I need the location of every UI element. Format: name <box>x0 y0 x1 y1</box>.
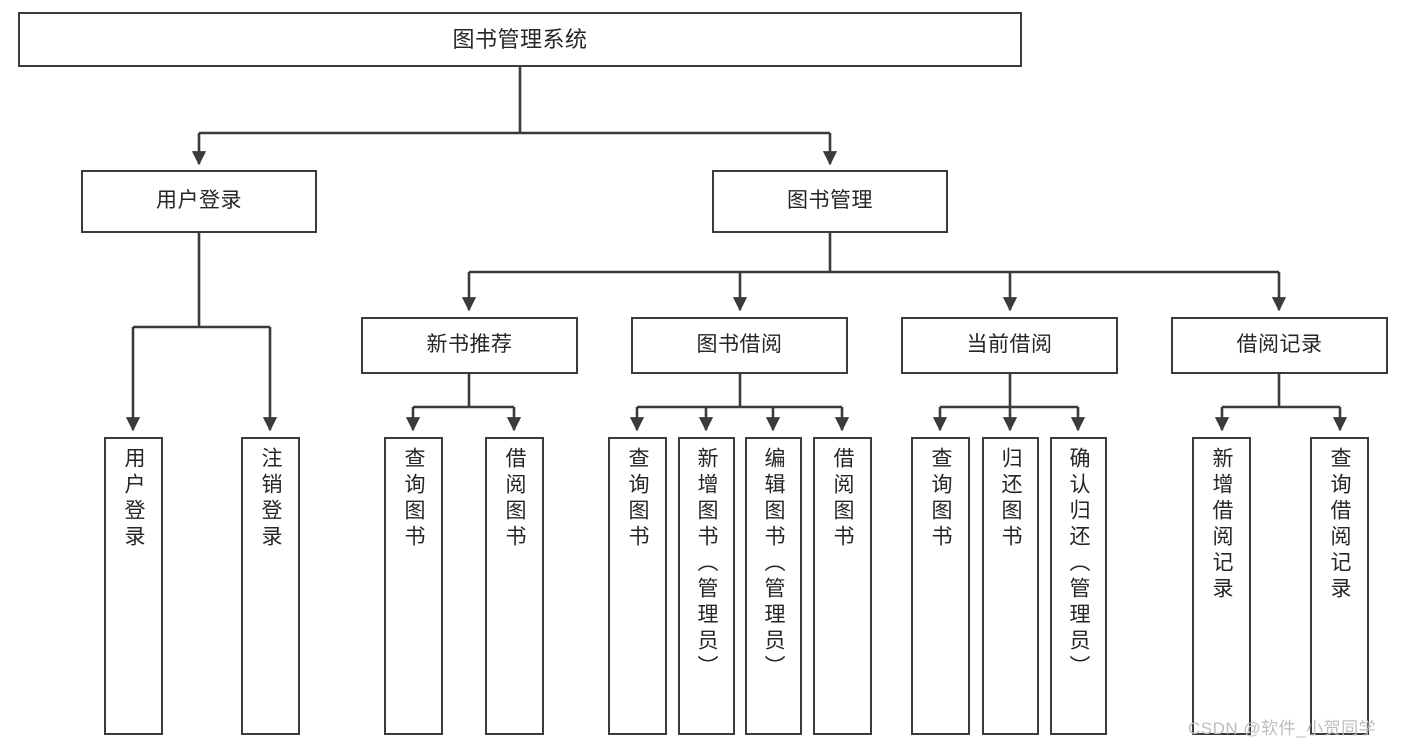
leaf-record-add-record[interactable]: 新增借阅记录 <box>1192 437 1251 735</box>
node-label: 新增图书（管理员） <box>695 447 718 681</box>
leaf-borrow-query-book[interactable]: 查询图书 <box>608 437 667 735</box>
node-label: 查询借阅记录 <box>1328 447 1351 603</box>
node-label: 图书管理 <box>787 189 873 213</box>
node-book-management[interactable]: 图书管理 <box>712 170 948 233</box>
leaf-recommend-query-book[interactable]: 查询图书 <box>384 437 443 735</box>
node-borrow-record[interactable]: 借阅记录 <box>1171 317 1388 374</box>
leaf-borrow-edit-book-admin[interactable]: 编辑图书（管理员） <box>745 437 802 735</box>
node-label: 查询图书 <box>929 447 952 551</box>
node-label: 查询图书 <box>402 447 425 551</box>
leaf-current-confirm-return-admin[interactable]: 确认归还（管理员） <box>1050 437 1107 735</box>
node-label: 确认归还（管理员） <box>1067 447 1090 681</box>
node-book-borrow[interactable]: 图书借阅 <box>631 317 848 374</box>
leaf-current-return-book[interactable]: 归还图书 <box>982 437 1039 735</box>
node-root-system[interactable]: 图书管理系统 <box>18 12 1022 67</box>
node-label: 新增借阅记录 <box>1210 447 1233 603</box>
node-label: 编辑图书（管理员） <box>762 447 785 681</box>
leaf-current-query-book[interactable]: 查询图书 <box>911 437 970 735</box>
leaf-recommend-borrow-book[interactable]: 借阅图书 <box>485 437 544 735</box>
node-label: 用户登录 <box>156 189 242 213</box>
node-label: 借阅记录 <box>1236 333 1323 357</box>
node-user-login[interactable]: 用户登录 <box>81 170 317 233</box>
leaf-borrow-add-book-admin[interactable]: 新增图书（管理员） <box>678 437 735 735</box>
node-label: 用户登录 <box>122 447 145 551</box>
node-label: 图书管理系统 <box>452 26 588 52</box>
node-label: 当前借阅 <box>966 333 1053 357</box>
node-new-book-recommend[interactable]: 新书推荐 <box>361 317 578 374</box>
node-label: 借阅图书 <box>831 447 854 551</box>
node-label: 归还图书 <box>999 447 1022 551</box>
node-current-borrow[interactable]: 当前借阅 <box>901 317 1118 374</box>
node-label: 新书推荐 <box>426 333 513 357</box>
leaf-user-login-login[interactable]: 用户登录 <box>104 437 163 735</box>
leaf-record-query-record[interactable]: 查询借阅记录 <box>1310 437 1369 735</box>
node-label: 图书借阅 <box>696 333 783 357</box>
leaf-user-login-logout[interactable]: 注销登录 <box>241 437 300 735</box>
node-label: 查询图书 <box>626 447 649 551</box>
node-label: 注销登录 <box>259 447 282 551</box>
csdn-watermark: CSDN @软件_小贺同学 <box>1188 719 1377 738</box>
leaf-borrow-borrow-book[interactable]: 借阅图书 <box>813 437 872 735</box>
node-label: 借阅图书 <box>503 447 526 551</box>
